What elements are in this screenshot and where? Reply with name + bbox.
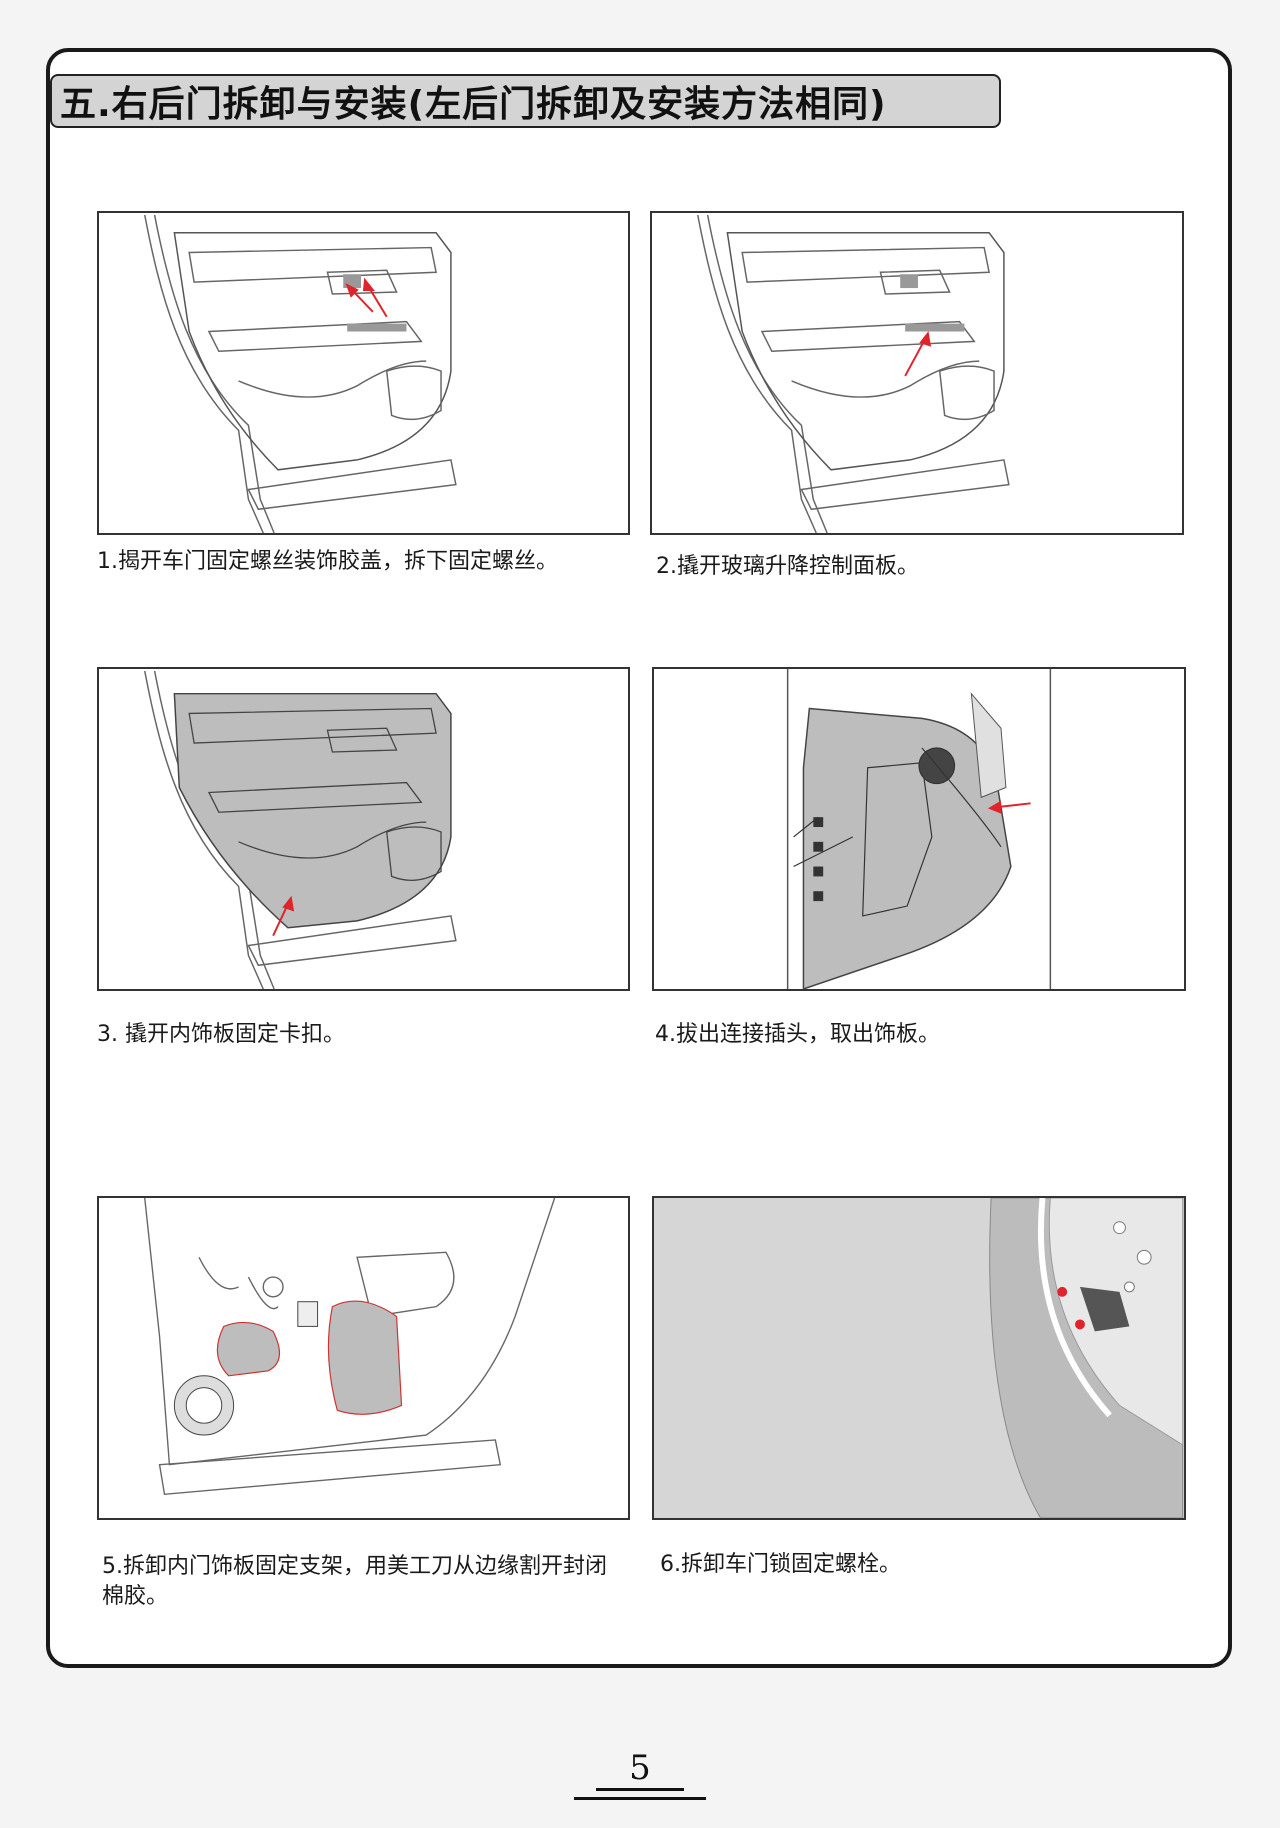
step-2-caption: 2.撬开玻璃升降控制面板。 — [656, 554, 919, 579]
step-2-figure — [650, 211, 1184, 535]
step-5-figure — [97, 1196, 630, 1520]
step-4-figure — [652, 667, 1186, 991]
door-diagram-3 — [144, 670, 457, 989]
step-1-figure — [97, 211, 630, 535]
step-6-figure — [652, 1196, 1186, 1520]
step-5-caption: 5.拆卸内门饰板固定支架，用美工刀从边缘割开封闭棉胶。 — [102, 1554, 607, 1609]
step-4-caption: 4.拔出连接插头，取出饰板。 — [655, 1022, 940, 1047]
door-diagram-2 — [697, 214, 1010, 533]
section-title-box: 五.右后门拆卸与安装(左后门拆卸及安装方法相同) — [50, 74, 1001, 128]
step-1-caption: 1.揭开车门固定螺丝装饰胶盖，拆下固定螺丝。 — [97, 549, 558, 574]
step-3-caption: 3. 撬开内饰板固定卡扣。 — [97, 1022, 345, 1047]
page-number-underline-2 — [574, 1797, 706, 1800]
door-lock-photo-6 — [989, 1198, 1184, 1518]
door-inner-diagram-5 — [144, 1198, 556, 1496]
step-6-caption: 6.拆卸车门锁固定螺栓。 — [660, 1552, 901, 1577]
page-number-underline — [596, 1788, 684, 1791]
page-number: 5 — [629, 1748, 651, 1788]
trim-panel-diagram-4 — [786, 669, 1052, 989]
step-3-figure — [97, 667, 630, 991]
section-title: 五.右后门拆卸与安装(左后门拆卸及安装方法相同) — [60, 84, 887, 125]
door-diagram-1 — [144, 214, 457, 533]
